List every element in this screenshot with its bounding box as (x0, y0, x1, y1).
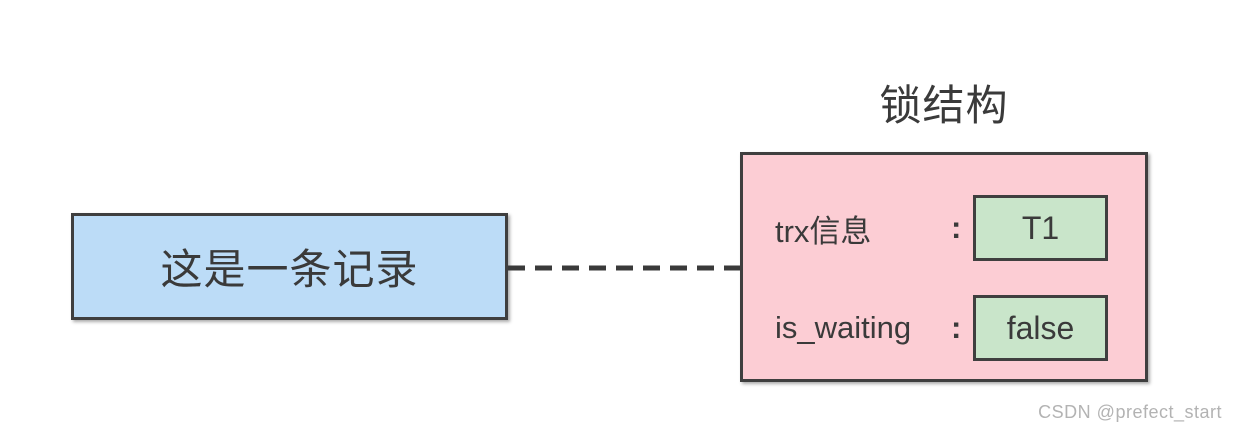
trx-info-label: trx信息 (775, 213, 872, 249)
is-waiting-value: false (1006, 309, 1075, 346)
lock-row-is-waiting: is_waiting : false (775, 295, 1111, 361)
trx-info-colon: : (951, 210, 962, 245)
connector-dashed-line (508, 265, 740, 271)
watermark: CSDN @prefect_start (1038, 402, 1222, 422)
is-waiting-label: is_waiting (775, 310, 912, 345)
record-label: 这是一条记录 (160, 246, 419, 293)
lock-structure-box: trx信息 : T1 is_waiting : false (740, 152, 1148, 382)
trx-info-value: T1 (1021, 209, 1060, 246)
trx-info-value-box: T1 (973, 195, 1108, 261)
lock-row-trx-info: trx信息 : T1 (775, 195, 1111, 261)
is-waiting-value-box: false (973, 295, 1108, 361)
record-box: 这是一条记录 (71, 213, 508, 320)
is-waiting-colon: : (951, 310, 962, 345)
lock-structure-title: 锁结构 (879, 82, 1009, 129)
